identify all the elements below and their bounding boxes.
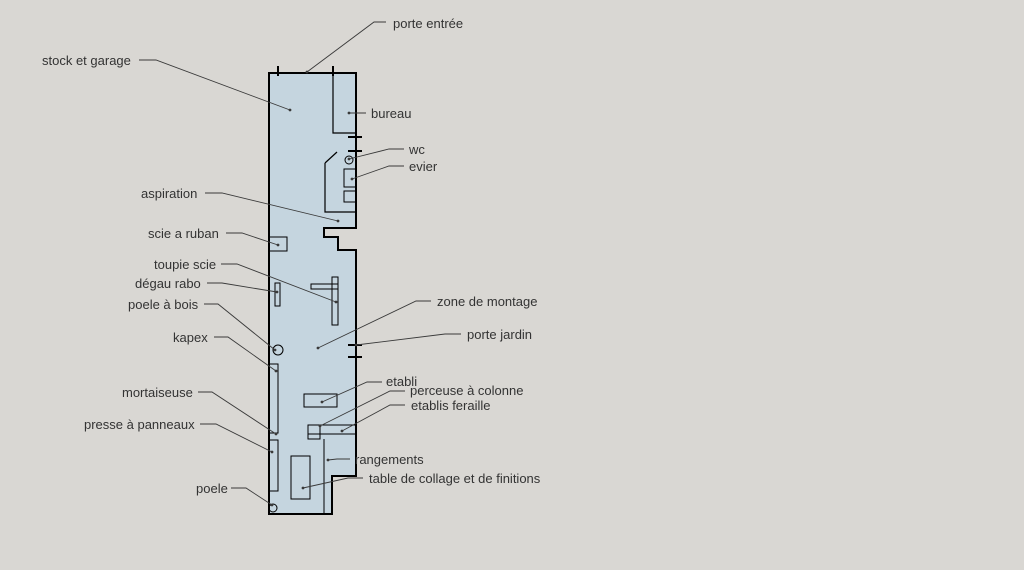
workshop-floor (268, 72, 357, 515)
bureau-partition (332, 73, 356, 134)
toupie-scie-blade (331, 276, 339, 326)
kapex-bench (268, 363, 279, 434)
etabli-bench (303, 393, 338, 408)
label-perceuse-colonne: perceuse à colonne (410, 383, 523, 398)
label-poele-bois: poele à bois (128, 297, 199, 312)
leader-scie-ruban (226, 232, 279, 246)
leader-toupie-scie (221, 263, 337, 303)
leader-mortaiseuse (198, 391, 277, 435)
leader-zone-montage (317, 300, 431, 349)
label-kapex: kapex (173, 330, 208, 345)
leader-poele-bois (204, 303, 276, 351)
leader-perceuse (319, 390, 405, 427)
leader-porte-entree (306, 21, 386, 73)
leader-kapex (214, 336, 277, 372)
label-aspiration: aspiration (141, 186, 197, 201)
label-table-collage: table de collage et de finitions (369, 471, 541, 486)
evier-counter (343, 190, 357, 203)
poele-bois-stove (272, 344, 284, 356)
leader-etablis-feraille (341, 404, 405, 432)
presse-panneaux-machine (268, 439, 279, 492)
leader-table-collage (302, 477, 363, 489)
wc-toilet (344, 155, 354, 165)
leader-aspiration (205, 192, 339, 222)
label-toupie-scie: toupie scie (154, 257, 216, 272)
scie-ruban-machine (268, 236, 288, 252)
leader-etabli (321, 381, 382, 403)
leader-degau-rabo (207, 282, 278, 293)
label-porte-jardin: porte jardin (467, 327, 532, 342)
poele-stove (268, 503, 278, 513)
leader-stock-garage (139, 59, 291, 111)
leader-wc (348, 148, 404, 160)
label-mortaiseuse: mortaiseuse (122, 385, 193, 400)
leader-presse (200, 423, 273, 453)
wc-door-swing (324, 151, 338, 164)
leader-poele (231, 487, 273, 506)
wc-partition (324, 163, 356, 213)
label-scie-ruban: scie a ruban (148, 226, 219, 241)
leader-arrowheads (270, 70, 358, 507)
label-porte-entree: porte entrée (393, 16, 463, 31)
label-degau-rabo: dégau rabo (135, 276, 201, 291)
label-rangements: rangements (355, 452, 424, 467)
bureau-door (348, 136, 362, 152)
table-collage (290, 455, 311, 500)
leader-rangements (327, 458, 350, 461)
leader-evier (351, 165, 404, 180)
leader-lines (139, 21, 461, 506)
label-stock-garage: stock et garage (42, 53, 131, 68)
labels: porte entrée stock et garage bureau wc e… (42, 16, 541, 496)
perceuse-colonne-machine (307, 424, 321, 440)
label-evier: evier (409, 159, 438, 174)
label-presse-panneaux: presse à panneaux (84, 417, 195, 432)
label-etabli: etabli (386, 374, 417, 389)
label-bureau: bureau (371, 106, 411, 121)
label-etablis-feraille: etablis feraille (411, 398, 491, 413)
label-wc: wc (408, 142, 425, 157)
label-poele: poele (196, 481, 228, 496)
label-zone-montage: zone de montage (437, 294, 537, 309)
leader-porte-jardin (355, 333, 461, 346)
degau-rabo-machine (274, 282, 281, 307)
